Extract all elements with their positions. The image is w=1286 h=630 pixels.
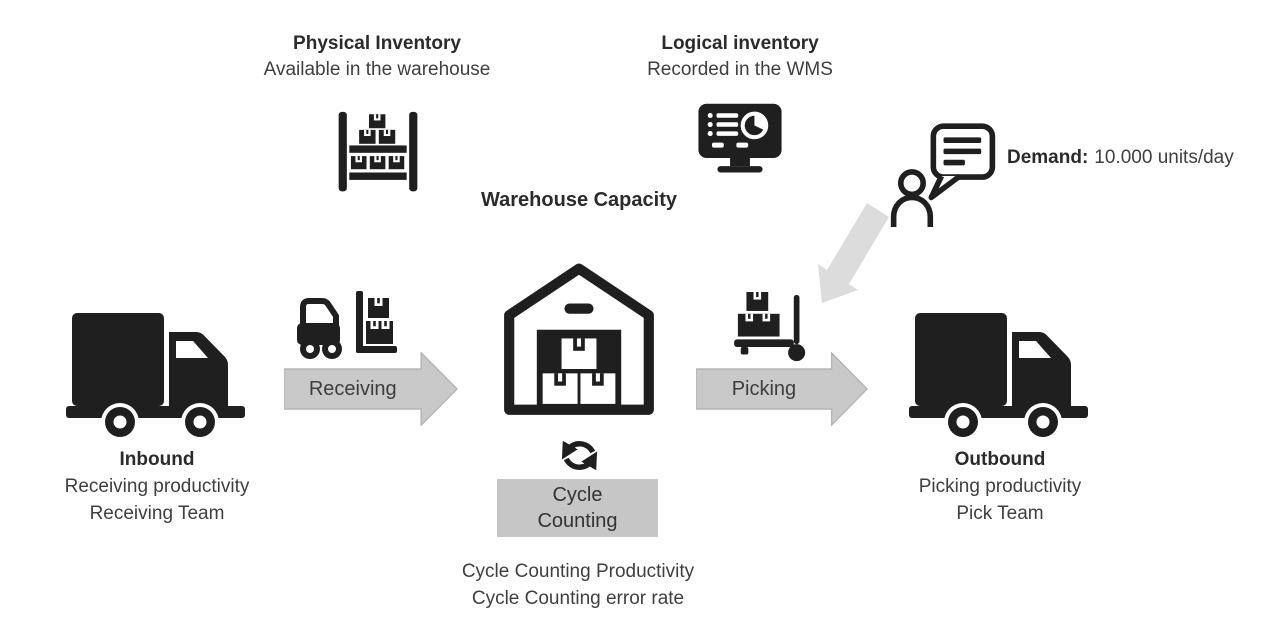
outbound-truck-icon [905, 308, 1091, 440]
demand-arrow-icon [800, 198, 896, 313]
physical-inventory-title: Physical Inventory [293, 33, 461, 54]
inbound-team: Receiving Team [89, 503, 225, 524]
outbound-label-block: Outbound Picking productivity Pick Team [870, 446, 1130, 527]
physical-inventory-subtitle: Available in the warehouse [263, 59, 491, 80]
inbound-title: Inbound [119, 449, 195, 470]
cycle-counting-box: Cycle Counting [497, 479, 658, 537]
hand-truck-icon [734, 292, 810, 364]
logical-inventory-title: Logical inventory [661, 33, 819, 54]
cycle-counting-line2: Counting [537, 510, 618, 532]
demand-label-value: 10.000 units/day [1094, 147, 1234, 168]
cycle-metrics-block: Cycle Counting Productivity Cycle Counti… [403, 558, 753, 612]
inbound-truck-icon [62, 308, 248, 440]
inbound-metric: Receiving productivity [64, 476, 250, 497]
forklift-icon [297, 291, 397, 363]
picking-arrow-label: Picking [731, 378, 797, 400]
physical-inventory-annotation: Physical Inventory Available in the ware… [217, 30, 537, 83]
warehouse-icon [499, 256, 659, 418]
wms-dashboard-icon [693, 99, 787, 179]
flow-arrow-icon [696, 352, 868, 426]
person-chat-icon [888, 116, 996, 230]
cycle-metric-productivity: Cycle Counting Productivity [461, 561, 695, 582]
outbound-metric: Picking productivity [918, 476, 1082, 497]
flow-arrow-icon [284, 352, 458, 426]
refresh-icon [555, 431, 604, 480]
warehouse-capacity-label: Warehouse Capacity [481, 189, 677, 211]
demand-label: Demand:10.000 units/day [1007, 147, 1234, 169]
logical-inventory-annotation: Logical inventory Recorded in the WMS [580, 30, 900, 83]
rack-icon [337, 110, 419, 194]
logical-inventory-subtitle: Recorded in the WMS [647, 59, 833, 80]
cycle-counting-line1: Cycle [552, 484, 603, 506]
outbound-title: Outbound [954, 449, 1046, 470]
cycle-metric-error-rate: Cycle Counting error rate [471, 588, 685, 609]
outbound-team: Pick Team [956, 503, 1044, 524]
inbound-label-block: Inbound Receiving productivity Receiving… [27, 446, 287, 527]
demand-label-key: Demand: [1007, 147, 1089, 168]
receiving-arrow-label: Receiving [308, 378, 397, 400]
receiving-arrow: Receiving [284, 352, 458, 426]
picking-arrow: Picking [696, 352, 868, 426]
